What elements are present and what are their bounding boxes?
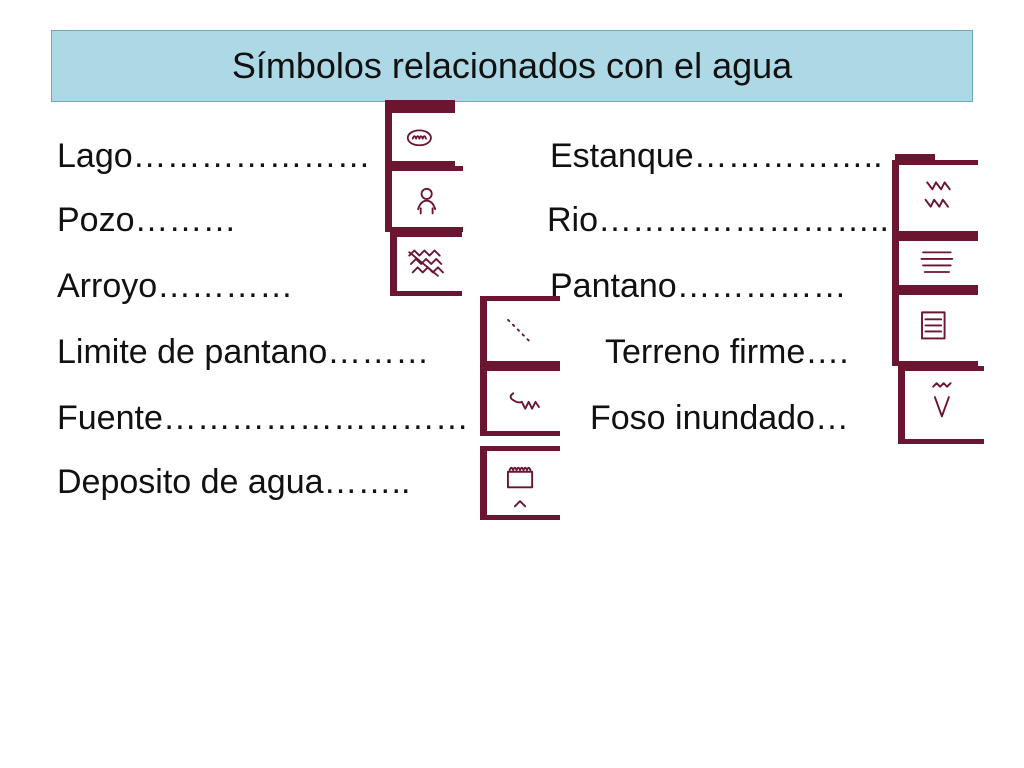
term-deposito-de-agua: Deposito de agua…….. bbox=[57, 463, 411, 501]
term-terreno-firme: Terreno firme…. bbox=[605, 333, 849, 371]
term-fuente: Fuente……………………… bbox=[57, 399, 469, 437]
term-lago: Lago………………… bbox=[57, 137, 371, 175]
term-estanque: Estanque…………….. bbox=[550, 137, 883, 175]
swamp-limit-icon bbox=[480, 296, 560, 366]
symbol-strip-top-edge bbox=[385, 100, 455, 108]
term-rio: Rio…………………….. bbox=[547, 201, 889, 239]
term-limite-de-pantano: Limite de pantano……… bbox=[57, 333, 430, 371]
well-icon bbox=[385, 166, 463, 232]
river-icon bbox=[892, 160, 978, 236]
flooded-ditch-icon bbox=[898, 366, 984, 444]
title-bar: Símbolos relacionados con el agua bbox=[51, 30, 973, 102]
term-foso-inundado: Foso inundado… bbox=[590, 399, 849, 437]
stream-icon bbox=[390, 232, 462, 296]
swamp-icon bbox=[892, 236, 978, 290]
term-pozo: Pozo……… bbox=[57, 201, 237, 239]
term-arroyo: Arroyo………… bbox=[57, 267, 294, 305]
term-pantano: Pantano…………… bbox=[550, 267, 847, 305]
pond-icon bbox=[895, 154, 935, 160]
firm-ground-icon bbox=[892, 290, 978, 366]
lake-icon bbox=[385, 108, 455, 166]
water-tank-icon bbox=[480, 446, 560, 520]
spring-icon bbox=[480, 366, 560, 436]
slide-title: Símbolos relacionados con el agua bbox=[231, 45, 793, 86]
